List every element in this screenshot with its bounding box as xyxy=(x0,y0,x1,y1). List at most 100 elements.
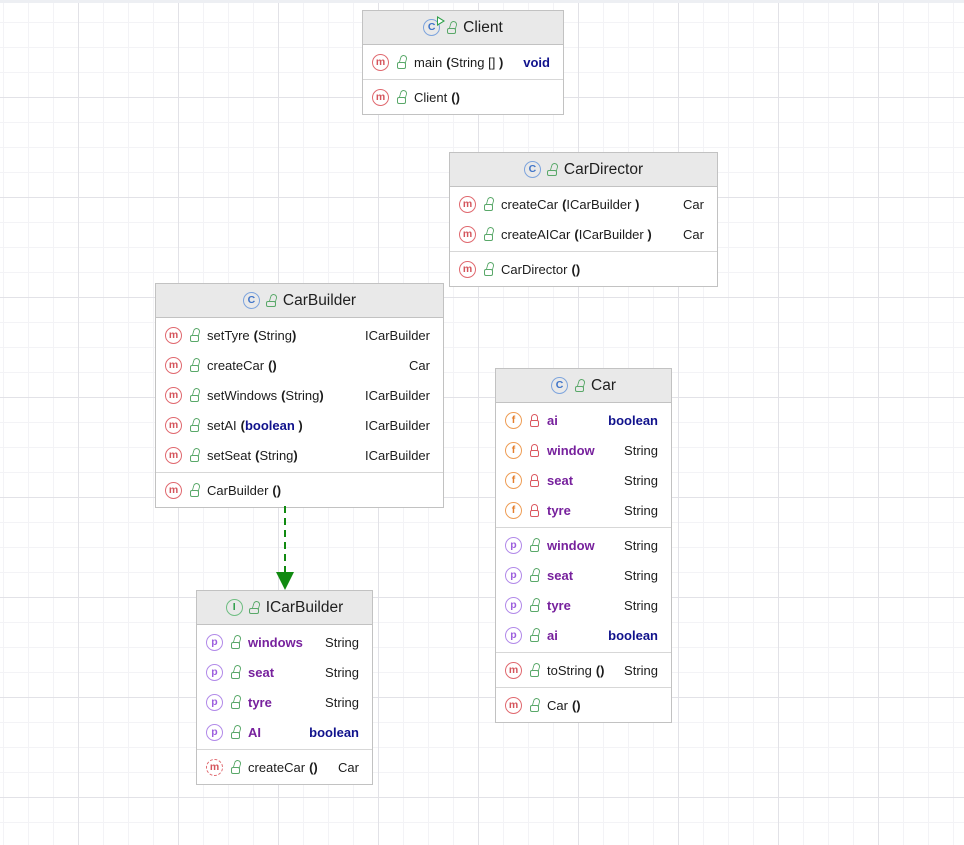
public-lock-icon xyxy=(547,163,558,176)
method-icon: m xyxy=(459,196,476,213)
member-row[interactable]: p tyre String xyxy=(496,590,671,620)
property-icon: p xyxy=(505,537,522,554)
member-type: String xyxy=(624,538,658,553)
member-type: String xyxy=(325,665,359,680)
member-params: (boolean ) xyxy=(241,418,303,433)
member-row[interactable]: m createCar () Car xyxy=(156,350,443,380)
member-type: Car xyxy=(683,227,704,242)
member-params: (String) xyxy=(281,388,324,403)
member-row[interactable]: p tyre String xyxy=(197,687,372,717)
member-row[interactable]: m toString () String xyxy=(496,655,671,685)
interface-icon: I xyxy=(226,599,243,616)
class-node-car[interactable]: C Car f ai boolean f window String f sea… xyxy=(495,368,672,723)
member-row[interactable]: f window String xyxy=(496,435,671,465)
class-node-cardirector[interactable]: C CarDirector m createCar (ICarBuilder )… xyxy=(449,152,718,287)
public-lock-icon xyxy=(529,664,540,677)
member-row[interactable]: m setAI (boolean ) ICarBuilder xyxy=(156,410,443,440)
member-row[interactable]: m Client () xyxy=(363,82,563,112)
member-name: toString xyxy=(547,663,592,678)
class-node-client[interactable]: C Client m main (String [] ) void m Clie… xyxy=(362,10,564,115)
member-row[interactable]: m createCar () Car xyxy=(197,752,372,782)
properties-section: p windows String p seat String p tyre St… xyxy=(197,625,372,749)
member-row[interactable]: f seat String xyxy=(496,465,671,495)
member-params: (String) xyxy=(254,328,297,343)
field-icon: f xyxy=(505,442,522,459)
public-lock-icon xyxy=(483,263,494,276)
methods-section: m main (String [] ) void xyxy=(363,45,563,79)
member-name: setTyre xyxy=(207,328,250,343)
public-lock-icon xyxy=(529,569,540,582)
member-row[interactable]: f ai boolean xyxy=(496,405,671,435)
member-type: String xyxy=(624,473,658,488)
member-type: String xyxy=(624,443,658,458)
method-icon: m xyxy=(165,482,182,499)
member-row[interactable]: m main (String [] ) void xyxy=(363,47,563,77)
class-node-header[interactable]: C Client xyxy=(363,11,563,45)
member-row[interactable]: m Car () xyxy=(496,690,671,720)
private-lock-icon xyxy=(529,444,540,457)
method-icon: m xyxy=(372,54,389,71)
class-node-header[interactable]: C CarDirector xyxy=(450,153,717,187)
public-lock-icon xyxy=(529,629,540,642)
member-type: String xyxy=(325,695,359,710)
member-row[interactable]: m setSeat (String) ICarBuilder xyxy=(156,440,443,470)
field-icon: f xyxy=(505,502,522,519)
method-icon: m xyxy=(459,261,476,278)
member-type: Car xyxy=(409,358,430,373)
member-params: () xyxy=(596,663,605,678)
public-lock-icon xyxy=(396,56,407,69)
properties-section: p window String p seat String p tyre Str… xyxy=(496,527,671,652)
member-name: window xyxy=(547,538,595,553)
constructors-section: m Car () xyxy=(496,687,671,722)
method-icon: m xyxy=(165,357,182,374)
member-row[interactable]: m CarDirector () xyxy=(450,254,717,284)
member-row[interactable]: p windows String xyxy=(197,627,372,657)
member-name: tyre xyxy=(248,695,272,710)
property-icon: p xyxy=(505,597,522,614)
class-node-header[interactable]: I ICarBuilder xyxy=(197,591,372,625)
member-row[interactable]: m createCar (ICarBuilder ) Car xyxy=(450,189,717,219)
member-row[interactable]: m createAICar (ICarBuilder ) Car xyxy=(450,219,717,249)
member-row[interactable]: p window String xyxy=(496,530,671,560)
member-row[interactable]: p ai boolean xyxy=(496,620,671,650)
class-node-carbuilder[interactable]: C CarBuilder m setTyre (String) ICarBuil… xyxy=(155,283,444,508)
realization-edge[interactable] xyxy=(271,506,299,592)
member-name: createCar xyxy=(207,358,264,373)
interface-node-icarbuilder[interactable]: I ICarBuilder p windows String p seat St… xyxy=(196,590,373,785)
class-node-header[interactable]: C CarBuilder xyxy=(156,284,443,318)
public-lock-icon xyxy=(189,419,200,432)
private-lock-icon xyxy=(529,474,540,487)
member-params: () xyxy=(268,358,277,373)
member-name: createAICar xyxy=(501,227,570,242)
member-name: windows xyxy=(248,635,303,650)
member-params: () xyxy=(451,90,460,105)
constructors-section: m CarDirector () xyxy=(450,251,717,286)
member-name: setWindows xyxy=(207,388,277,403)
member-row[interactable]: m CarBuilder () xyxy=(156,475,443,505)
constructors-section: m CarBuilder () xyxy=(156,472,443,507)
member-params: () xyxy=(571,262,580,277)
member-row[interactable]: p seat String xyxy=(197,657,372,687)
public-lock-icon xyxy=(230,761,241,774)
member-name: main xyxy=(414,55,442,70)
member-row[interactable]: p seat String xyxy=(496,560,671,590)
public-lock-icon xyxy=(230,696,241,709)
public-lock-icon xyxy=(483,228,494,241)
class-title: Car xyxy=(591,377,616,395)
member-row[interactable]: f tyre String xyxy=(496,495,671,525)
member-row[interactable]: m setWindows (String) ICarBuilder xyxy=(156,380,443,410)
member-type: boolean xyxy=(608,628,658,643)
property-icon: p xyxy=(206,634,223,651)
public-lock-icon xyxy=(189,329,200,342)
member-type: boolean xyxy=(309,725,359,740)
member-params: () xyxy=(572,698,581,713)
member-name: setAI xyxy=(207,418,237,433)
public-lock-icon xyxy=(396,91,407,104)
class-node-header[interactable]: C Car xyxy=(496,369,671,403)
public-lock-icon xyxy=(446,21,457,34)
member-name: createCar xyxy=(501,197,558,212)
member-row[interactable]: p AI boolean xyxy=(197,717,372,747)
member-row[interactable]: m setTyre (String) ICarBuilder xyxy=(156,320,443,350)
member-type: ICarBuilder xyxy=(365,328,430,343)
